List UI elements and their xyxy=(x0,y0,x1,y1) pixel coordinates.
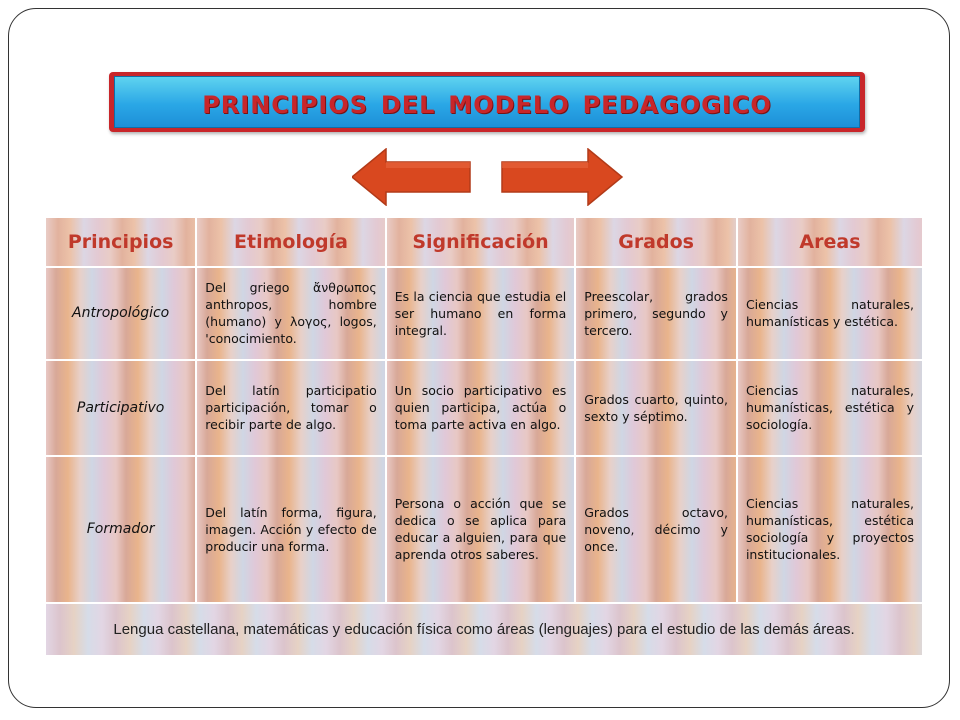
etimologia-text: Del griego ἄνθρωπος anthropos, hombre (h… xyxy=(205,280,377,347)
header-etimologia: Etimología xyxy=(197,218,385,266)
etimologia-cell: Del latín participatio participación, to… xyxy=(197,360,385,456)
table-row: Participativo Del latín participatio par… xyxy=(46,360,922,456)
header-significacion: Significación xyxy=(386,218,575,266)
etimologia-text: Del latín forma, figura, imagen. Acción … xyxy=(205,504,377,554)
footer-note: Lengua castellana, matemáticas y educaci… xyxy=(46,603,922,655)
table-row: Formador Del latín forma, figura, imagen… xyxy=(46,457,922,602)
table-row: Antropológico Del griego ἄνθρωπος anthro… xyxy=(46,268,922,359)
page-title: Principios del modelo pedagogico xyxy=(202,82,772,122)
significacion-text: Es la ciencia que estudia el ser humano … xyxy=(394,288,567,338)
grados-text: Preescolar, grados primero, segundo y te… xyxy=(584,288,728,338)
significacion-text: Un socio participativo es quien particip… xyxy=(394,383,567,433)
areas-cell: Ciencias naturales, humanísticas, estéti… xyxy=(737,457,922,602)
etimologia-cell: Del latín forma, figura, imagen. Acción … xyxy=(197,457,385,602)
footer-row: Lengua castellana, matemáticas y educaci… xyxy=(46,603,922,655)
table-header-row: Principios Etimología Significación Grad… xyxy=(46,218,922,266)
principle-name: Formador xyxy=(46,457,196,602)
etimologia-text: Del latín participatio participación, to… xyxy=(205,383,377,433)
grados-cell: Grados cuarto, quinto, sexto y séptimo. xyxy=(576,360,736,456)
areas-cell: Ciencias naturales, humanísticas, estéti… xyxy=(737,360,922,456)
areas-text: Ciencias naturales, humanísticas y estét… xyxy=(745,297,914,330)
grados-cell: Grados octavo, noveno, décimo y once. xyxy=(576,457,736,602)
areas-text: Ciencias naturales, humanísticas, estéti… xyxy=(745,383,914,433)
header-grados: Grados xyxy=(576,218,736,266)
arrow-left-icon xyxy=(352,148,471,206)
significacion-cell: Es la ciencia que estudia el ser humano … xyxy=(386,268,575,359)
significacion-text: Persona o acción que se dedica o se apli… xyxy=(394,496,567,563)
title-banner-inner: Principios del modelo pedagogico xyxy=(114,76,860,128)
grados-text: Grados octavo, noveno, décimo y once. xyxy=(584,504,728,554)
areas-cell: Ciencias naturales, humanísticas y estét… xyxy=(737,268,922,359)
etimologia-cell: Del griego ἄνθρωπος anthropos, hombre (h… xyxy=(197,268,385,359)
title-banner: Principios del modelo pedagogico xyxy=(109,72,865,132)
principle-name: Antropológico xyxy=(46,268,196,359)
principle-name: Participativo xyxy=(46,360,196,456)
significacion-cell: Un socio participativo es quien particip… xyxy=(386,360,575,456)
principles-table: Principios Etimología Significación Grad… xyxy=(44,216,924,657)
areas-text: Ciencias naturales, humanísticas, estéti… xyxy=(745,496,914,563)
grados-cell: Preescolar, grados primero, segundo y te… xyxy=(576,268,736,359)
principles-table-wrap: Principios Etimología Significación Grad… xyxy=(44,216,924,657)
arrow-right-icon xyxy=(501,148,624,206)
grados-text: Grados cuarto, quinto, sexto y séptimo. xyxy=(584,391,728,424)
significacion-cell: Persona o acción que se dedica o se apli… xyxy=(386,457,575,602)
header-principios: Principios xyxy=(46,218,196,266)
header-areas: Areas xyxy=(737,218,922,266)
